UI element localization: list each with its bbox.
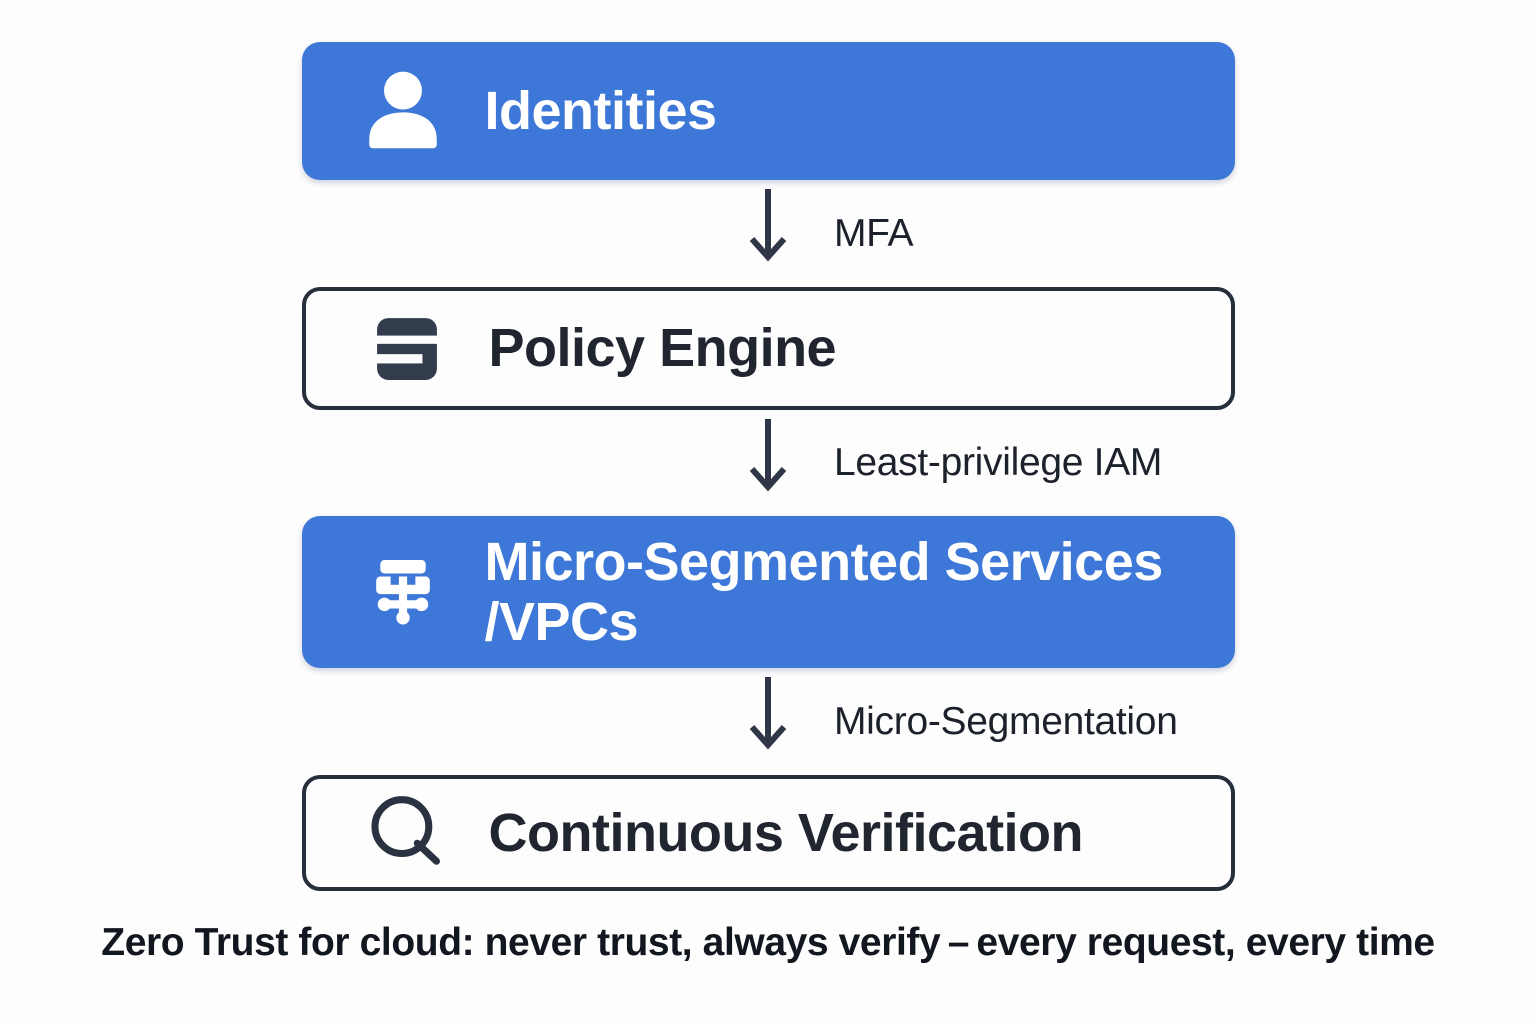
node-policy-engine: Policy Engine: [301, 287, 1235, 410]
node-label: Continuous Verification: [488, 802, 1084, 863]
diagram-caption: Zero Trust for cloud: never trust, alway…: [101, 921, 1435, 964]
arrow-down-icon: [749, 189, 787, 262]
flow-column: Identities MFA Policy Engine: [301, 0, 1235, 891]
edge-label: Micro-Segmentation: [834, 699, 1178, 743]
edge-least-privilege-iam: Least-privilege IAM: [302, 410, 1235, 516]
segmentation-icon: [357, 559, 449, 625]
arrow-down-icon: [749, 677, 787, 750]
user-icon: [357, 66, 449, 156]
arrow-down-icon: [749, 419, 787, 492]
edge-label: Least-privilege IAM: [834, 441, 1163, 484]
edge-micro-segmentation: Micro-Segmentation: [302, 668, 1235, 775]
node-label: Micro-Segmented Services /VPCs: [484, 531, 1164, 652]
search-icon: [361, 792, 453, 874]
node-identities: Identities: [301, 42, 1235, 180]
node-label: Policy Engine: [488, 318, 837, 379]
node-label: Identities: [484, 80, 718, 141]
node-micro-segmented-services: Micro-Segmented Services /VPCs: [301, 516, 1235, 668]
edge-label: MFA: [834, 211, 914, 255]
policy-server-icon: [361, 316, 453, 382]
node-continuous-verification: Continuous Verification: [301, 775, 1235, 891]
edge-mfa: MFA: [302, 180, 1235, 287]
